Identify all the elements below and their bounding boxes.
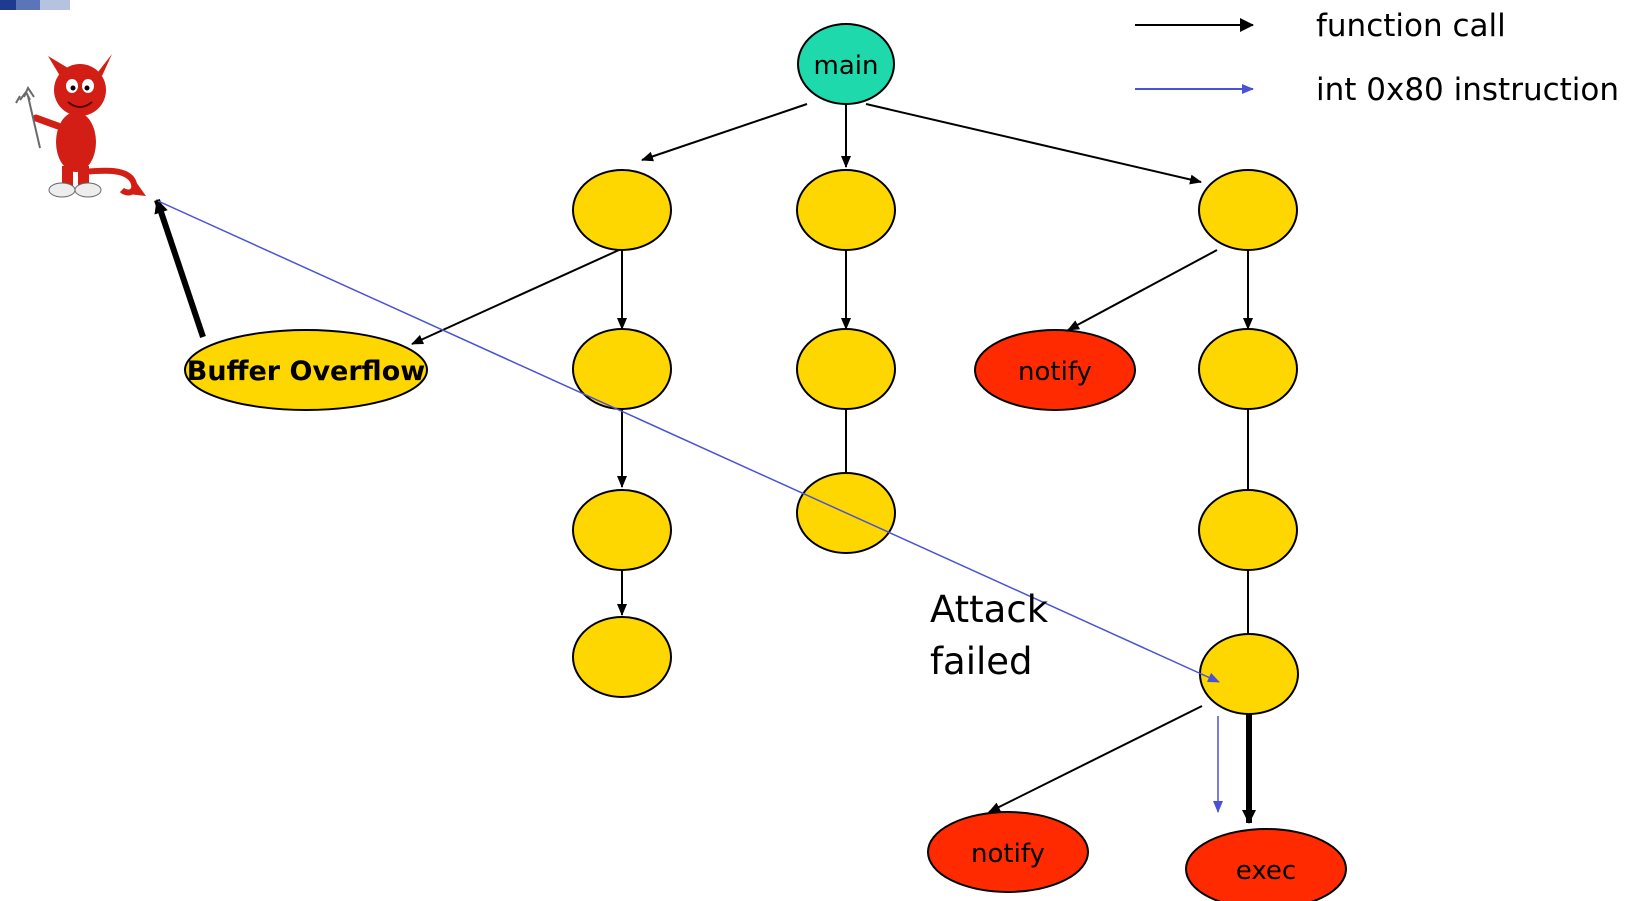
slide-corner-accent [0, 0, 70, 10]
node-notify-upper [974, 329, 1136, 411]
node-buffer-overflow-label: Buffer Overflow [187, 356, 425, 387]
edge-main-to-left [641, 103, 808, 162]
node-buffer-overflow [184, 329, 428, 411]
edge-main-to-right [865, 103, 1202, 185]
node-middle-1 [796, 169, 896, 251]
edge-right-to-notify-upper [1067, 249, 1218, 331]
node-right-3 [1198, 489, 1298, 571]
legend-int80-label: int 0x80 instruction [1316, 72, 1619, 108]
edge-target-to-notify-lower [988, 705, 1203, 813]
red-devil-mascot-icon [15, 54, 146, 198]
node-left-2 [572, 328, 672, 410]
node-exec [1185, 828, 1347, 901]
annotation-line-1: Attack [930, 588, 1049, 631]
node-main-label: main [814, 51, 879, 81]
edge-buffer-overflow-to-attacker [154, 199, 206, 338]
int80-edge-attack-path [157, 200, 1220, 683]
legend: function call int 0x80 instruction [1135, 8, 1619, 108]
node-right-2 [1198, 328, 1298, 410]
nodes: main Buffer Overflow notify notify exec [184, 23, 1347, 901]
edge-left-to-buffer-overflow [411, 249, 620, 345]
node-notify-upper-label: notify [1018, 357, 1092, 387]
node-right-1 [1198, 169, 1298, 251]
node-exec-label: exec [1236, 856, 1296, 886]
call-edges [154, 103, 1256, 824]
legend-function-call-label: function call [1316, 8, 1506, 44]
annotation-line-2: failed [930, 640, 1033, 683]
int80-edges [157, 200, 1223, 813]
node-left-1 [572, 169, 672, 251]
node-left-4 [572, 616, 672, 698]
node-left-3 [572, 489, 672, 571]
node-target [1199, 633, 1299, 715]
node-main [797, 23, 895, 105]
node-middle-2 [796, 328, 896, 410]
node-notify-lower-label: notify [971, 839, 1045, 869]
node-notify-lower [927, 811, 1089, 893]
attack-failed-annotation: Attack failed [930, 588, 1049, 683]
